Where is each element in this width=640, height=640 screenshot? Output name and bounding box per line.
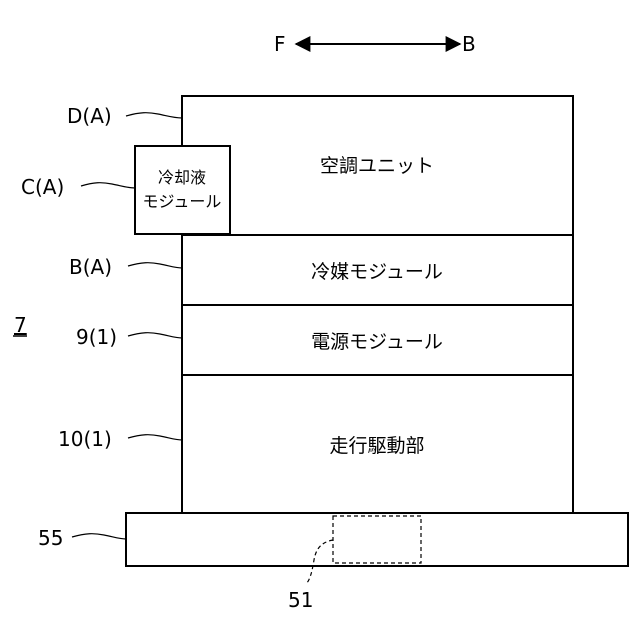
ref-label-drive: 10(1) xyxy=(58,427,112,451)
leader-power xyxy=(128,333,182,338)
drive-unit-label: 走行駆動部 xyxy=(329,435,424,457)
ref-label-power: 9(1) xyxy=(76,325,117,349)
power-module-label: 電源モジュール xyxy=(311,331,443,353)
leader-air-conditioning xyxy=(126,113,182,118)
refrigerant-module-label: 冷媒モジュール xyxy=(311,261,443,283)
ref-label-coolant: C(A) xyxy=(21,175,64,199)
leader-drive xyxy=(128,435,182,440)
coolant-module-box xyxy=(135,146,230,234)
air-conditioning-unit-label: 空調ユニット xyxy=(320,155,434,177)
leader-refrigerant xyxy=(128,263,182,268)
leader-base xyxy=(72,534,126,539)
figure-number: 7 xyxy=(14,313,27,337)
coolant-module-label-line1: 冷却液 xyxy=(158,168,206,187)
coolant-module-label-line2: モジュール xyxy=(143,192,222,211)
ref-label-air-conditioning: D(A) xyxy=(67,104,112,128)
leader-coolant xyxy=(81,183,135,188)
ref-label-inner-part: 51 xyxy=(288,588,313,612)
front-direction-label: F xyxy=(274,32,286,56)
ref-label-base: 55 xyxy=(38,526,63,550)
back-direction-label: B xyxy=(462,32,476,56)
ref-label-refrigerant: B(A) xyxy=(69,255,112,279)
base-plate xyxy=(126,513,628,566)
